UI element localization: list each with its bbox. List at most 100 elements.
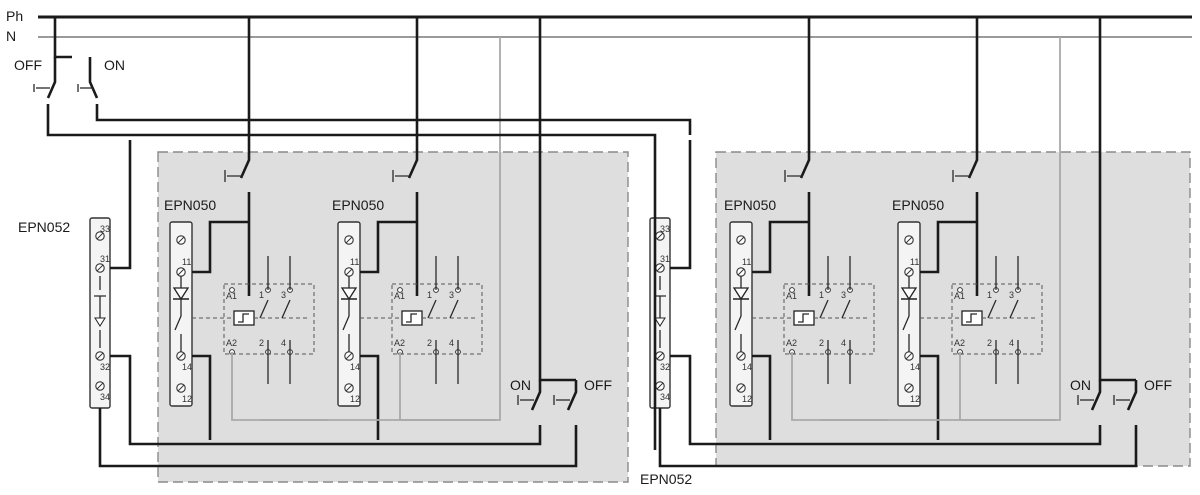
relay-node-a1-g0-r0 [229, 287, 235, 293]
epn052-term-34-g1: 34 [660, 392, 670, 402]
relay-coil-g1-r1 [961, 310, 983, 326]
relay-screw-11-g1-r0-slot [737, 268, 745, 276]
epn052-screw-32-g1-slot [656, 352, 664, 360]
relay-wire-out-g0-r1 [360, 354, 380, 440]
relay-contact-label-top-3-g1-r1: 3 [1009, 290, 1014, 300]
relay-coil-symbol-g1-r1 [966, 313, 977, 323]
relay-contact-line-3-g0-r1 [449, 256, 459, 384]
relay-wire-out-g1-r0 [752, 354, 772, 440]
relay-term-14-g0-r1: 14 [350, 362, 360, 372]
relay-contact-label-bot-3-g1-r0: 4 [841, 338, 846, 348]
relay-contact-label-top-1-g0-r1: 1 [427, 290, 432, 300]
relay-phase-drop-g0-r1 [407, 17, 419, 296]
local-off-label-g1: OFF [1144, 377, 1172, 393]
relay-wire-in-g1-r0 [752, 220, 809, 274]
relay-contact-label-bot-1-g0-r1: 2 [427, 338, 432, 348]
epn052-wire-32-g1 [670, 354, 1102, 446]
epn052-term-31-g1: 31 [660, 254, 670, 264]
epn052-screw-31-g0-slot [96, 264, 104, 272]
relay-screw-12-g1-r0-slot [737, 384, 745, 392]
relay-coil-symbol-g0-r0 [238, 313, 249, 323]
global-on-label: ON [104, 57, 125, 73]
relay-contact-label-bot-1-g1-r0: 2 [819, 338, 824, 348]
relay-wire-out-g1-r1 [920, 354, 940, 440]
group-2: 33313234EPN052EPN050111412A1A21234EPN050… [640, 17, 1172, 487]
relay-contact-label-bot-1-g1-r1: 2 [987, 338, 992, 348]
relay-phase-drop-g1-r1 [967, 17, 979, 296]
relay-wire-in-g1-r1 [920, 220, 977, 274]
relay-contact-line-3-g1-r0 [841, 256, 851, 384]
relay-label-g1-r1: EPN050 [892, 197, 944, 213]
relay-node-a1-g1-r0 [789, 287, 795, 293]
relay-label-g0-r1: EPN050 [332, 197, 384, 213]
relay-contact-label-top-3-g0-r0: 3 [281, 290, 286, 300]
relay-coil-a2-g0-r1: A2 [394, 338, 405, 348]
relay-screw-12-g0-r1-slot [345, 384, 353, 392]
relay-contact-label-bot-3-g0-r1: 4 [449, 338, 454, 348]
epn052-term-34-g0: 34 [100, 392, 110, 402]
neutral-label: N [6, 28, 16, 44]
epn052-wire-31-g0 [110, 140, 132, 270]
relay-coil-g1-r0 [793, 310, 815, 326]
relay-contact-line-1-g1-r0 [819, 256, 829, 384]
relay-phase-switch-g1-r0 [784, 170, 803, 182]
relay-contact-label-bot-3-g1-r1: 4 [1009, 338, 1014, 348]
relay-contact-label-top-3-g0-r1: 3 [449, 290, 454, 300]
epn052-wire-34-g0 [98, 408, 578, 468]
relay-screw-12-g0-r0-slot [177, 384, 185, 392]
phase-label: Ph [6, 8, 23, 24]
group-neutral-g1 [820, 37, 1061, 421]
relay-contact-g1-r0 [734, 276, 742, 352]
relay-screw-14-g1-r1-slot [905, 352, 913, 360]
epn052-label-g1: EPN052 [640, 471, 692, 487]
relay-term-14-g1-r1: 14 [910, 362, 920, 372]
epn052-label-g0: EPN052 [18, 219, 70, 235]
epn052-screw-33-g1-slot [656, 232, 664, 240]
local-off-label-g0: OFF [584, 377, 612, 393]
relay-screw-11-g0-r0-slot [177, 268, 185, 276]
relay-screw-top-g0-r0-slot [177, 236, 185, 244]
epn052-screw-34-g0-slot [96, 382, 104, 390]
relay-contact-line-1-g0-r0 [259, 256, 269, 384]
local-on-switch-g1-blade [1090, 380, 1102, 411]
epn052-screw-33-g0-slot [96, 232, 104, 240]
relay-screw-top-g0-r1-slot [345, 236, 353, 244]
relay-term-12-g1-r0: 12 [742, 394, 752, 404]
panel-group-1 [157, 151, 629, 483]
relay-term-11-g0-r1: 11 [350, 257, 359, 267]
relay-coil-a1-g1-r0: A1 [786, 291, 797, 301]
relay-coil-a1-g0-r0: A1 [226, 291, 237, 301]
epn052-term-33-g0: 33 [100, 224, 110, 234]
epn052-inner-g1 [654, 276, 666, 348]
relay-term-12-g0-r1: 12 [350, 394, 360, 404]
epn052-wire-31-g1 [670, 140, 692, 270]
group-1: 33313234EPN052EPN050111412A1A21234EPN050… [18, 17, 612, 468]
epn052-screw-31-g1-slot [656, 264, 664, 272]
epn052-diode-g1 [654, 317, 666, 327]
relay-coil-g0-r0 [233, 310, 255, 326]
local-on-switch-g0-blade [530, 380, 542, 411]
relay-term-11-g0-r0: 11 [182, 257, 191, 267]
relay-screw-14-g1-r0-slot [737, 352, 745, 360]
panel-group-2 [715, 151, 1191, 467]
epn052-term-33-g1: 33 [660, 224, 670, 234]
relay-contact-label-top-3-g1-r0: 3 [841, 290, 846, 300]
epn052-screw-34-g1-slot [656, 382, 664, 390]
relay-contact-label-top-1-g0-r0: 1 [259, 290, 264, 300]
epn052-wire-32-g0 [110, 354, 542, 446]
relay-term-11-g1-r0: 11 [742, 257, 751, 267]
relay-coil-a2-g1-r0: A2 [786, 338, 797, 348]
relay-contact-line-1-g1-r1 [987, 256, 997, 384]
group-neutral-g0 [260, 37, 501, 421]
relay-contact-label-top-1-g1-r0: 1 [819, 290, 824, 300]
relay-contact-line-3-g1-r1 [1009, 256, 1019, 384]
relay-phase-switch-g1-r1 [952, 170, 971, 182]
relay-wire-in-g0-r1 [360, 220, 417, 274]
relay-term-12-g1-r1: 12 [910, 394, 920, 404]
relay-screw-12-g1-r1-slot [905, 384, 913, 392]
relay-coil-g0-r1 [401, 310, 423, 326]
relay-coil-a2-g1-r1: A2 [954, 338, 965, 348]
relay-screw-14-g0-r0-slot [177, 352, 185, 360]
relay-wire-in-g0-r0 [192, 220, 249, 274]
